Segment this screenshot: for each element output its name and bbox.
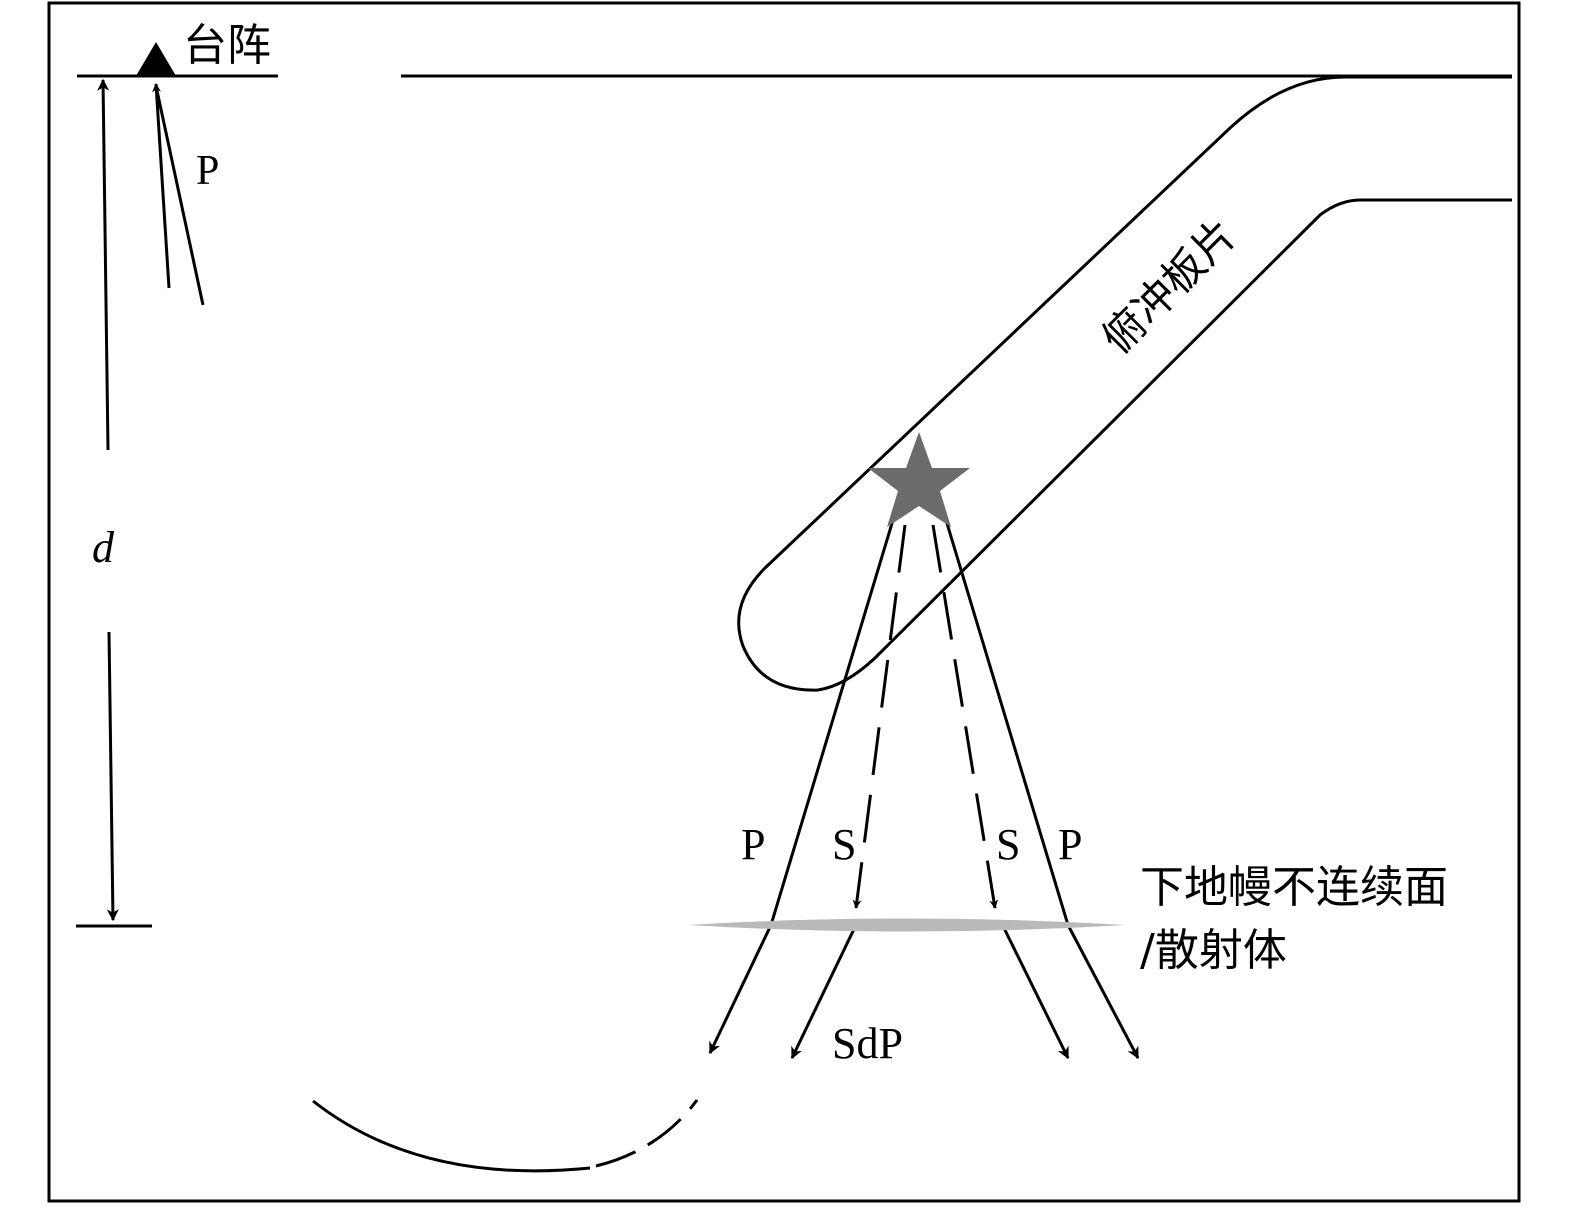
- s-right-label: S: [996, 820, 1020, 869]
- depth-arrow-up: [97, 78, 110, 451]
- depth-label: d: [92, 523, 115, 572]
- p-left-label: P: [741, 820, 765, 869]
- sdp-label: SdP: [832, 1019, 903, 1068]
- p-surface-label: P: [196, 148, 219, 194]
- discontinuity-lens: [688, 918, 1126, 932]
- sdp-ray: [790, 926, 857, 1060]
- station-triangle-icon: [136, 42, 176, 76]
- core-boundary-arc: [312, 1099, 591, 1173]
- earthquake-star-icon: [868, 432, 970, 527]
- p-ray-incoming-2: [154, 85, 205, 306]
- s-ray-left: [852, 524, 907, 909]
- core-boundary-arc-dashes: [595, 1099, 699, 1168]
- p-right-label: P: [1058, 820, 1082, 869]
- p-ray-right-down: [1066, 924, 1140, 1060]
- s-ray-right-down: [1001, 925, 1070, 1060]
- s-left-label: S: [832, 820, 856, 869]
- figure-frame: [47, 1, 1521, 1203]
- discontinuity-label-line1: 下地幔不连续面: [1140, 862, 1448, 913]
- array-label: 台阵: [183, 20, 271, 71]
- p-ray-right: [944, 519, 1070, 926]
- subducting-slab: [737, 75, 1512, 692]
- discontinuity-label-line2: /散射体: [1140, 925, 1287, 976]
- slab-label: 俯冲板片: [1092, 210, 1245, 363]
- p-ray-left-down: [708, 924, 773, 1055]
- p-ray-incoming-1: [152, 83, 171, 289]
- depth-arrow-down: [106, 631, 119, 922]
- p-ray-left: [769, 519, 895, 926]
